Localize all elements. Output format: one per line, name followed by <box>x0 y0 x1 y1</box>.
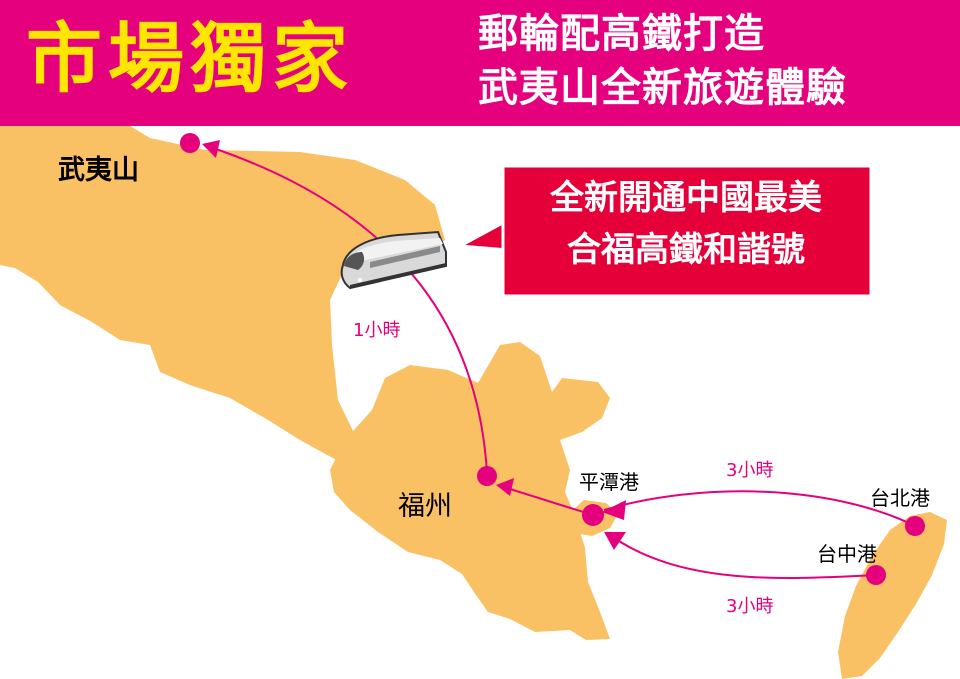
dot-taichung <box>866 565 886 585</box>
label-wuyishan: 武夷山 <box>58 155 139 186</box>
header-banner: 市場獨家 郵輪配高鐵打造 武夷山全新旅遊體驗 <box>0 0 960 126</box>
ferry-route-taichung-line <box>609 534 877 580</box>
land-fujian-region <box>330 342 610 640</box>
train-icon <box>340 230 447 290</box>
callout-line-1: 全新開通中國最美 <box>550 178 822 218</box>
label-taipei: 台北港 <box>870 486 930 510</box>
label-pingtan: 平潭港 <box>579 470 639 494</box>
land-wuyishan-region <box>0 126 445 462</box>
subtitle-line-1: 郵輪配高鐵打造 <box>478 11 765 57</box>
label-fuzhou: 福州 <box>398 491 452 522</box>
dot-taipei <box>905 516 925 536</box>
callout-text: 全新開通中國最美 合福高鐵和諧號 <box>506 172 866 276</box>
dot-fuzhou <box>477 466 497 486</box>
label-ferry-taipei-duration: 3小時 <box>726 460 774 481</box>
label-taichung: 台中港 <box>817 542 877 566</box>
callout-pointer <box>454 217 510 252</box>
land-taiwan <box>838 512 947 679</box>
subtitle-line-2: 武夷山全新旅遊體驗 <box>478 65 847 111</box>
dot-pingtan <box>582 504 604 526</box>
callout-box <box>501 164 873 298</box>
ferry-route-taichung-arrowhead <box>604 532 626 550</box>
ferry-route-taipei-arrowhead <box>602 500 626 520</box>
callout-line-2: 合福高鐵和諧號 <box>567 230 805 270</box>
route-pingtan-fuzhou-arrowhead <box>496 478 514 496</box>
headline: 市場獨家 <box>26 14 354 103</box>
label-train-duration: 1小時 <box>353 320 401 341</box>
ferry-route-taipei-line <box>603 490 916 527</box>
train-route-arrowhead <box>202 140 220 158</box>
label-ferry-taichung-duration: 3小時 <box>726 596 774 617</box>
train-route-line <box>206 145 488 474</box>
dot-wuyishan <box>180 133 200 153</box>
